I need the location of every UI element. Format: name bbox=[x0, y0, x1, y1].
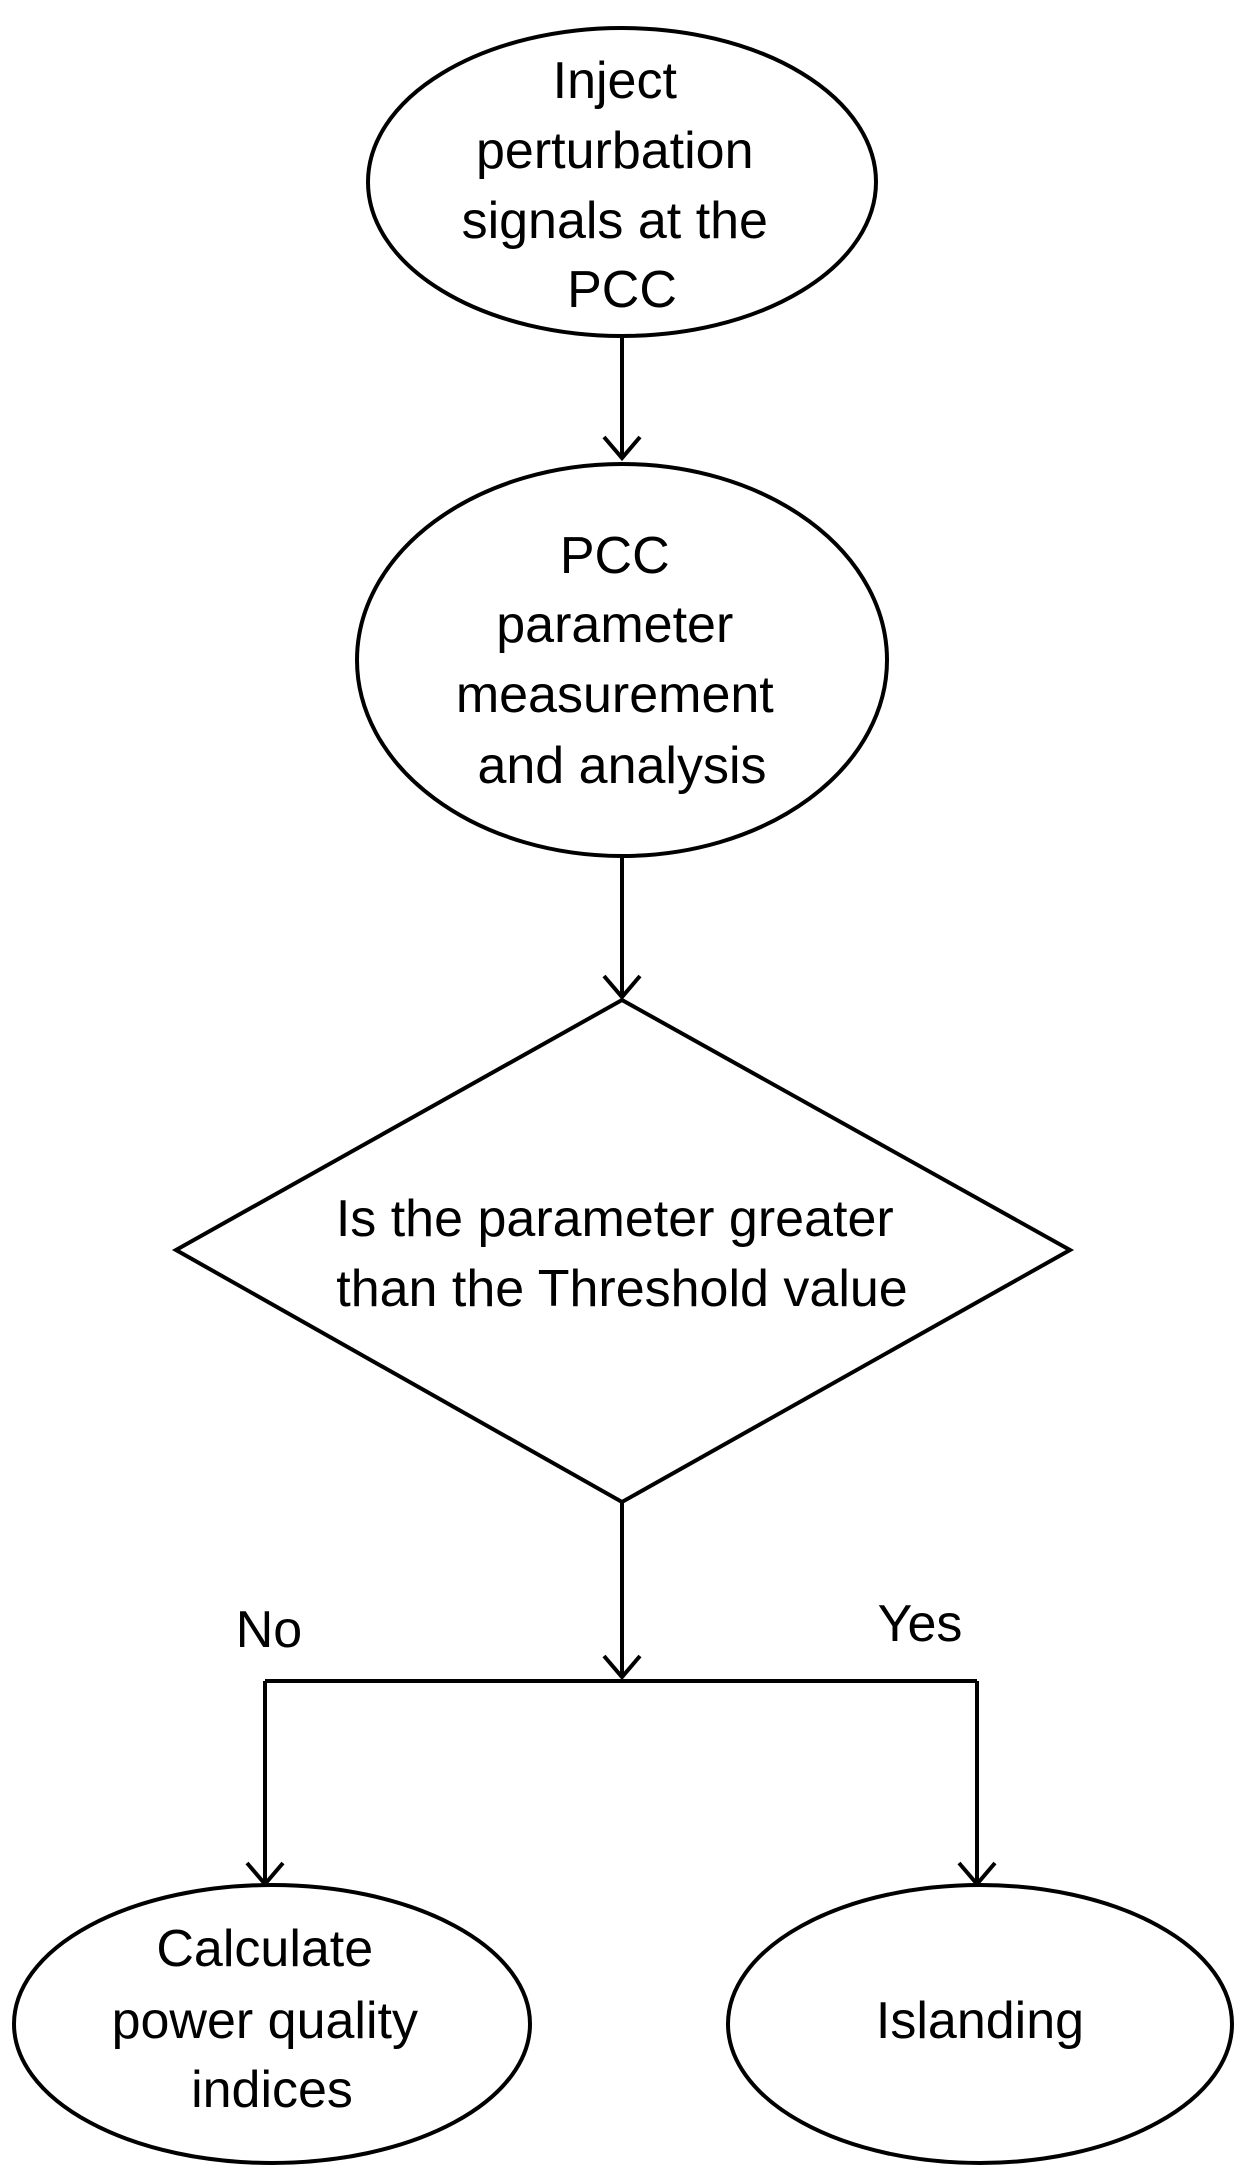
node-calculate-label: Calculate power quality indices bbox=[112, 1920, 433, 2119]
node-decision-label: Is the parameter greater than the Thresh… bbox=[336, 1190, 908, 1318]
node-measure-line-4: and analysis bbox=[477, 737, 766, 795]
node-measure: PCC parameter measurement and analysis bbox=[355, 462, 889, 858]
node-calculate-shape bbox=[12, 1883, 532, 2165]
node-calculate-line-3: indices bbox=[191, 2061, 353, 2119]
node-measure-shape bbox=[355, 462, 889, 858]
node-inject-line-2: perturbation bbox=[476, 122, 754, 180]
node-measure-label: PCC parameter measurement and analysis bbox=[456, 527, 788, 795]
node-calculate: Calculate power quality indices bbox=[12, 1883, 532, 2165]
node-islanding-label: Islanding bbox=[876, 1992, 1084, 2050]
node-inject-line-3: signals at the bbox=[462, 192, 768, 250]
node-measure-line-2: parameter bbox=[496, 596, 733, 654]
node-inject: Inject perturbation signals at the PCC bbox=[366, 26, 878, 338]
arrowhead-branch bbox=[602, 1654, 642, 1681]
node-decision-line-1: Is the parameter greater bbox=[336, 1190, 894, 1248]
edge-label-yes: Yes bbox=[878, 1595, 963, 1653]
arrowhead-decision bbox=[602, 974, 642, 1001]
node-islanding-shape bbox=[726, 1883, 1234, 2165]
node-islanding: Islanding bbox=[726, 1883, 1234, 2165]
node-decision: Is the parameter greater than the Thresh… bbox=[171, 997, 1075, 1505]
node-decision-shape bbox=[171, 997, 1075, 1505]
node-measure-line-3: measurement bbox=[456, 666, 774, 724]
node-measure-line-1: PCC bbox=[560, 527, 670, 585]
node-calculate-line-1: Calculate bbox=[156, 1920, 373, 1978]
node-inject-shape bbox=[366, 26, 878, 338]
node-islanding-line-1: Islanding bbox=[876, 1992, 1084, 2050]
node-inject-label: Inject perturbation signals at the PCC bbox=[462, 52, 783, 319]
node-inject-line-4: PCC bbox=[567, 261, 677, 319]
arrowhead-measure bbox=[602, 435, 642, 462]
node-decision-line-2: than the Threshold value bbox=[336, 1260, 907, 1318]
node-inject-line-1: Inject bbox=[553, 52, 678, 110]
node-calculate-line-2: power quality bbox=[112, 1992, 418, 2050]
edge-label-no: No bbox=[236, 1601, 302, 1659]
